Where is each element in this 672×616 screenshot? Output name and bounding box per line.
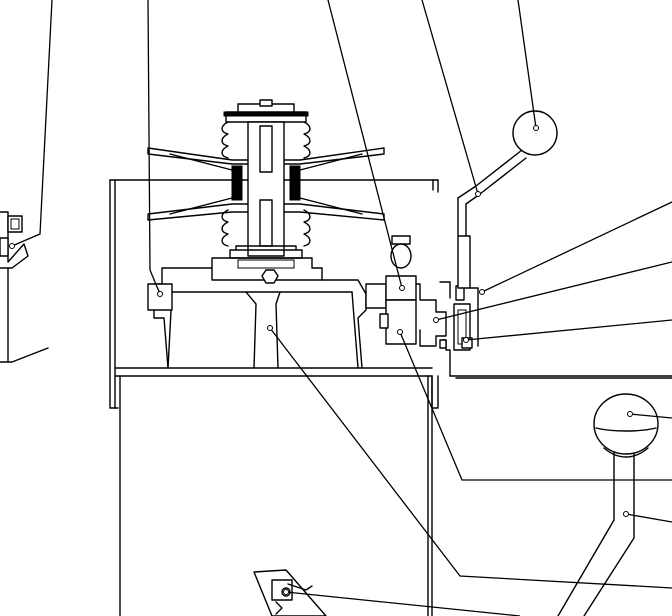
base-casting bbox=[147, 257, 387, 369]
valve-block bbox=[379, 235, 672, 379]
lower-control-lever bbox=[557, 393, 659, 616]
left-partial-assembly bbox=[0, 211, 49, 363]
lower-cabinet bbox=[119, 375, 433, 616]
spring-head-assembly bbox=[147, 99, 385, 259]
upper-control-lever bbox=[457, 110, 558, 347]
leader-lines bbox=[11, 0, 672, 616]
callout-dots bbox=[9, 125, 633, 595]
